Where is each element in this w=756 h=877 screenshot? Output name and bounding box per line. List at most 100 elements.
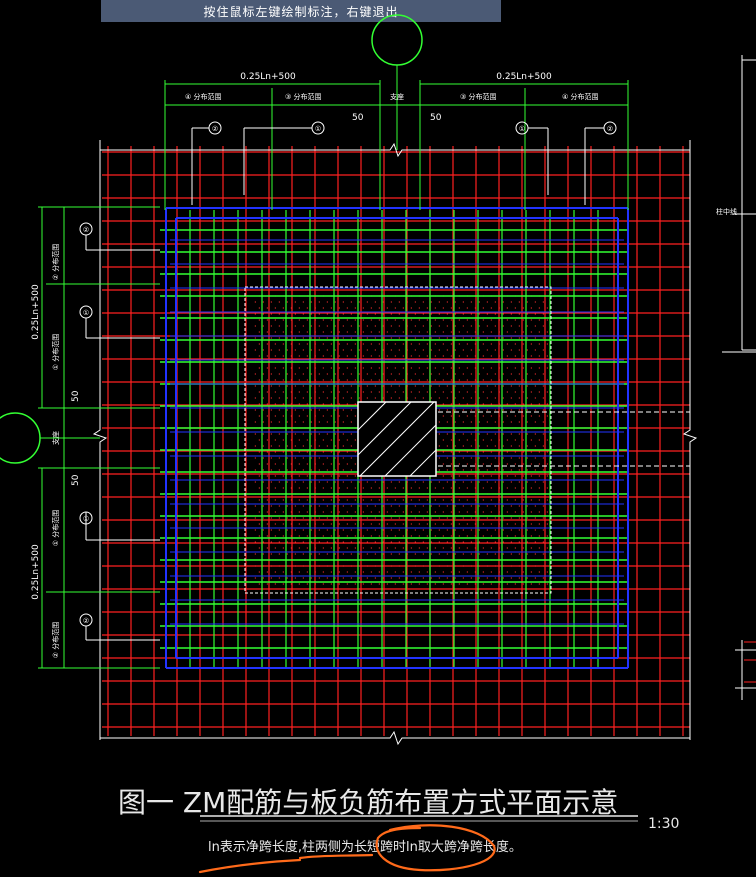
dotted-zone-dot: [462, 529, 464, 531]
dotted-zone-dot: [314, 523, 316, 525]
dotted-zone-dot: [282, 367, 284, 369]
dotted-zone-dot: [298, 355, 300, 357]
dotted-zone-dot: [310, 325, 312, 327]
dotted-zone-dot: [426, 343, 428, 345]
dotted-zone-dot: [358, 529, 360, 531]
dotted-zone-dot: [254, 409, 256, 411]
dotted-zone-dot: [502, 337, 504, 339]
dotted-zone-dot: [354, 367, 356, 369]
dotted-zone-dot: [470, 553, 472, 555]
dotted-zone-dot: [274, 583, 276, 585]
markup-annotations[interactable]: [198, 824, 496, 874]
dotted-zone-dot: [278, 301, 280, 303]
dotted-zone-dot: [286, 457, 288, 459]
dotted-zone-dot: [522, 487, 524, 489]
dotted-zone-dot: [438, 481, 440, 483]
dotted-zone-dot: [386, 583, 388, 585]
dotted-zone-dot: [330, 475, 332, 477]
dotted-zone-dot: [454, 457, 456, 459]
dotted-zone-dot: [466, 463, 468, 465]
dotted-zone-dot: [350, 385, 352, 387]
dotted-zone-dot: [338, 319, 340, 321]
dotted-zone-dot: [462, 421, 464, 423]
dotted-zone-dot: [518, 481, 520, 483]
dotted-zone-dot: [282, 571, 284, 573]
dotted-zone-dot: [490, 571, 492, 573]
drop-panel-outline: [244, 286, 552, 594]
dotted-zone-dot: [530, 487, 532, 489]
dotted-zone-dot: [358, 517, 360, 519]
dotted-zone-dot: [334, 517, 336, 519]
right-detail: [722, 55, 756, 700]
dotted-zone-dot: [290, 511, 292, 513]
dotted-zone-dot: [534, 433, 536, 435]
left-dim-top: 0.25Ln+500: [31, 284, 41, 340]
dotted-zone-dot: [542, 325, 544, 327]
dotted-zone-dot: [450, 391, 452, 393]
dotted-zone-dot: [498, 571, 500, 573]
dotted-zone-dot: [438, 541, 440, 543]
dotted-zone-dot: [402, 367, 404, 369]
dotted-zone-dot: [346, 499, 348, 501]
dotted-zone-dot: [338, 571, 340, 573]
dotted-zone-dot: [534, 505, 536, 507]
dotted-zone-dot: [490, 499, 492, 501]
dotted-zone-dot: [486, 313, 488, 315]
dotted-zone-dot: [506, 307, 508, 309]
dotted-zone-dot: [262, 373, 264, 375]
dotted-zone-dot: [402, 331, 404, 333]
dotted-zone-dot: [282, 391, 284, 393]
dotted-zone-dot: [286, 445, 288, 447]
dotted-zone-dot: [418, 571, 420, 573]
dotted-zone-dot: [462, 469, 464, 471]
dotted-zone-dot: [542, 385, 544, 387]
dotted-zone-dot: [326, 481, 328, 483]
dotted-zone-dot: [486, 385, 488, 387]
dotted-zone-dot: [298, 403, 300, 405]
dotted-zone-dot: [274, 451, 276, 453]
dotted-zone-dot: [342, 385, 344, 387]
dotted-zone-dot: [454, 517, 456, 519]
dotted-zone-dot: [414, 541, 416, 543]
dotted-zone-dot: [334, 385, 336, 387]
dotted-zone-dot: [474, 307, 476, 309]
dotted-zone-dot: [282, 439, 284, 441]
dotted-zone-dot: [402, 355, 404, 357]
dotted-zone-dot: [278, 457, 280, 459]
dotted-zone-dot: [302, 457, 304, 459]
dotted-zone-dot: [402, 379, 404, 381]
dotted-zone-dot: [514, 391, 516, 393]
dotted-zone-dot: [370, 487, 372, 489]
dotted-zone-dot: [430, 385, 432, 387]
dotted-zone-dot: [462, 445, 464, 447]
dotted-zone-dot: [546, 355, 548, 357]
dotted-zone-dot: [546, 403, 548, 405]
dotted-zone-dot: [546, 463, 548, 465]
dotted-zone-dot: [258, 463, 260, 465]
dotted-zone-dot: [526, 313, 528, 315]
dotted-zone-dot: [310, 529, 312, 531]
dotted-zone-dot: [374, 505, 376, 507]
dotted-zone-dot: [482, 355, 484, 357]
dotted-zone-dot: [498, 331, 500, 333]
dotted-zone-dot: [374, 565, 376, 567]
dotted-zone-dot: [386, 379, 388, 381]
dotted-zone-dot: [394, 523, 396, 525]
dotted-zone-dot: [466, 535, 468, 537]
dotted-zone-dot: [370, 379, 372, 381]
dotted-zone-dot: [446, 481, 448, 483]
dotted-zone-dot: [494, 457, 496, 459]
dotted-zone-dot: [306, 403, 308, 405]
drawing-note: ln表示净跨长度,柱两侧为长短跨时ln取大跨净跨长度。: [208, 839, 522, 855]
dotted-zone-dot: [346, 403, 348, 405]
dotted-zone: [254, 295, 548, 585]
dotted-zone-dot: [318, 337, 320, 339]
dotted-zone-dot: [390, 517, 392, 519]
dotted-zone-dot: [306, 319, 308, 321]
dotted-zone-dot: [530, 355, 532, 357]
dotted-zone-dot: [330, 571, 332, 573]
dotted-zone-dot: [346, 547, 348, 549]
dotted-zone-dot: [502, 385, 504, 387]
dotted-zone-dot: [290, 523, 292, 525]
